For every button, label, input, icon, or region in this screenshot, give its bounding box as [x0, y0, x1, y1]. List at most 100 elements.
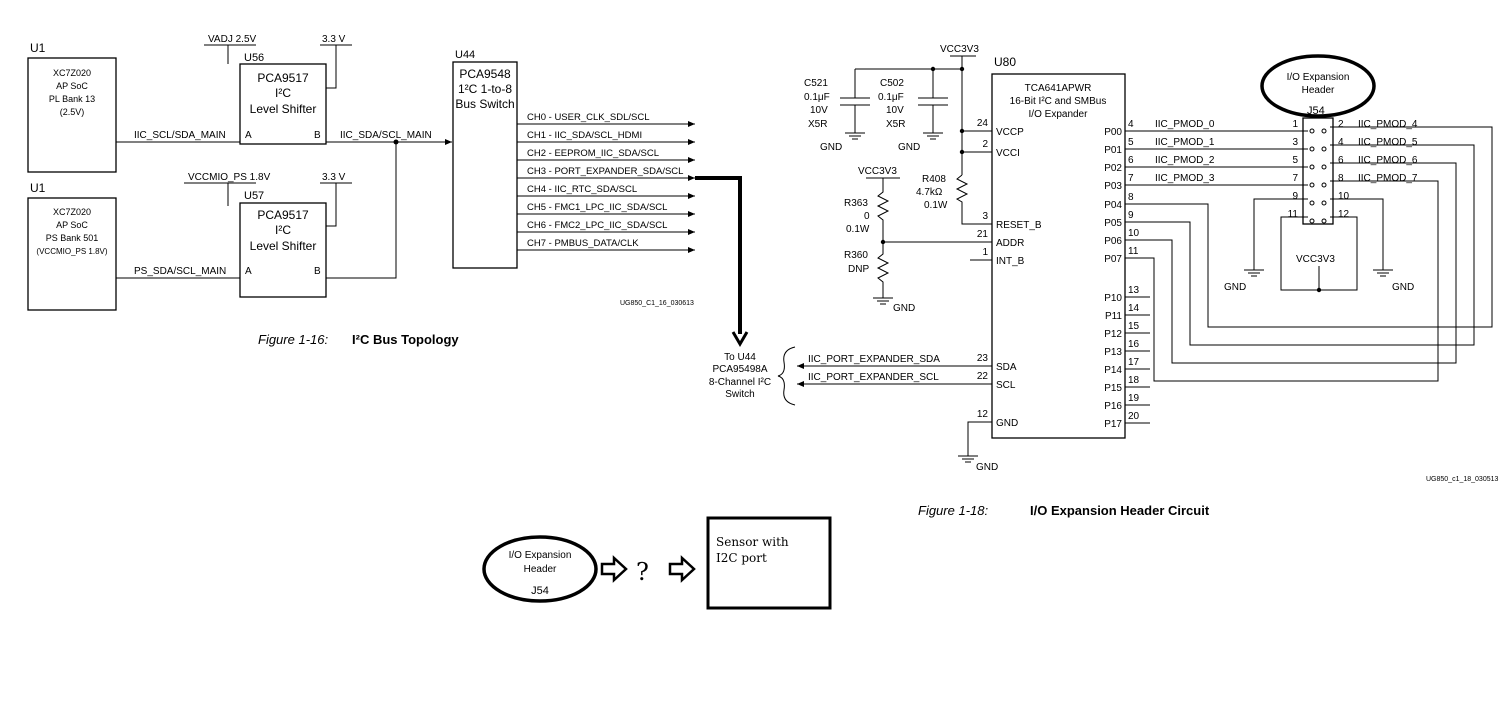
u1-bottom-line1: XC7Z020	[53, 207, 91, 217]
gnd-label-j54-right: GND	[1392, 282, 1414, 293]
u1-bottom-line4: (VCCMIO_PS 1.8V)	[36, 247, 107, 256]
j54-pin-number: 5	[1292, 155, 1298, 166]
r363-ref: R363	[844, 198, 868, 209]
u57-supply-b: 3.3 V	[322, 172, 346, 183]
j54-pin-number: 10	[1338, 191, 1350, 202]
net-ps-label: PS_SDA/SCL_MAIN	[134, 266, 226, 277]
channel-label: CH2 - EEPROM_IIC_SDA/SCL	[527, 148, 659, 159]
j54-gnd-right	[1330, 198, 1393, 277]
pmod-left-label: IIC_PMOD_0	[1155, 119, 1215, 130]
j54-pin	[1321, 200, 1327, 206]
u44-line2: 1²C 1-to-8	[458, 82, 512, 96]
u80-pin-number: 2	[982, 139, 988, 150]
net-u57-join	[326, 142, 397, 279]
ch3-link-arrow	[695, 176, 742, 334]
pmod-right-label: IIC_PMOD_5	[1358, 137, 1418, 148]
net-main-label: IIC_SDA/SCL_MAIN	[340, 130, 432, 141]
to-u44-line1: To U44	[724, 352, 756, 363]
pmod-left-label: IIC_PMOD_2	[1155, 155, 1215, 166]
channel-label: CH4 - IIC_RTC_SDA/SCL	[527, 184, 637, 195]
u80-pin-number: 20	[1128, 411, 1140, 422]
r408-symbol	[955, 174, 992, 225]
u56-pin-b: B	[314, 130, 321, 141]
u80-pin-name: SCL	[996, 380, 1016, 391]
channel-label: CH6 - FMC2_LPC_IIC_SDA/SCL	[527, 220, 667, 231]
u1-bottom-line2: AP SoC	[56, 220, 88, 230]
u80-pin-name: P00	[1104, 127, 1122, 138]
u80-pin-name: P01	[1104, 145, 1122, 156]
gnd-label-j54-left: GND	[1224, 282, 1246, 293]
u80-pin-name: SDA	[996, 362, 1017, 373]
brace	[777, 346, 796, 406]
j54-pin	[1309, 200, 1315, 206]
u44-ref: U44	[455, 49, 475, 61]
u57-ref: U57	[244, 190, 264, 202]
r360-ref: R360	[844, 250, 868, 261]
io-header-ellipse	[1260, 54, 1376, 118]
io-header-line2: Header	[1302, 85, 1335, 96]
u80-pin-number: 16	[1128, 339, 1140, 350]
j54-pin	[1309, 128, 1315, 134]
u57-pin-b: B	[314, 266, 321, 277]
sensor-line1: Sensor with	[716, 535, 789, 549]
vcc-top-label: VCC3V3	[940, 44, 979, 55]
junction-dot	[880, 239, 886, 245]
r363-v1: 0	[864, 211, 870, 222]
u80-ref: U80	[994, 55, 1016, 69]
c502-symbol	[918, 97, 948, 140]
j54-gnd-left	[1244, 198, 1308, 277]
u56-supply-b: 3.3 V	[322, 34, 346, 45]
u80-pins: 24VCCP2VCCI3RESET_B21ADDR1INT_B23SDA22SC…	[977, 118, 1215, 430]
u57-box	[239, 202, 327, 298]
bottom-header-line2: Header	[524, 564, 557, 575]
u80-pin-name: VCCI	[996, 148, 1020, 159]
bottom-header-line3: J54	[531, 585, 549, 597]
c521-v3: X5R	[808, 119, 827, 130]
io-header-line1: I/O Expansion	[1287, 72, 1350, 83]
junction-dot	[959, 128, 965, 134]
j54-pin	[1321, 128, 1327, 134]
u56-line2: I²C	[275, 86, 291, 100]
vcc-j54-label: VCC3V3	[1296, 254, 1335, 265]
bottom-sketch: I/O Expansion Header J54 ? Sensor with I…	[482, 516, 832, 610]
u80-box	[991, 73, 1126, 439]
channel-label: CH5 - FMC1_LPC_IIC_SDA/SCL	[527, 202, 667, 213]
r408-ref: R408	[922, 174, 946, 185]
u44-box	[452, 61, 518, 269]
u80-pin-number: 21	[977, 229, 989, 240]
pmod-right-label: IIC_PMOD_4	[1358, 119, 1418, 130]
gnd-label-c502: GND	[898, 142, 920, 153]
vcc-top-rail	[854, 55, 976, 98]
u57-line3: Level Shifter	[250, 239, 317, 253]
fig16-caption-num: Figure 1-16:	[258, 332, 328, 347]
r408-v1: 4.7kΩ	[916, 187, 943, 198]
u1-top-box	[27, 57, 117, 173]
to-u44-line3: 8-Channel I²C	[709, 377, 771, 388]
pmod-right-label: IIC_PMOD_7	[1358, 173, 1418, 184]
to-u44-line2: PCA95498A	[712, 364, 767, 375]
u56-supply-lines	[204, 44, 352, 89]
question-mark: ?	[636, 558, 649, 586]
u80-pin-number: 6	[1128, 155, 1134, 166]
c521-v1: 0.1μF	[804, 92, 830, 103]
vcc-left-label: VCC3V3	[858, 166, 897, 177]
u80-pin-name: P11	[1105, 311, 1122, 322]
u44-line3: Bus Switch	[455, 97, 514, 111]
u1-bottom-line3: PS Bank 501	[46, 233, 99, 243]
u80-pin-number: 22	[977, 371, 989, 382]
j54-pin-number: 2	[1338, 119, 1344, 130]
junction-dot	[930, 66, 936, 72]
p04-route	[1125, 126, 1493, 328]
net-pl-label: IIC_SCL/SDA_MAIN	[134, 130, 226, 141]
bottom-header-ellipse	[482, 535, 598, 603]
c521-ref: C521	[804, 78, 828, 89]
j54-pin-number: 8	[1338, 173, 1344, 184]
arrow-right-icon	[668, 555, 696, 583]
pmod-left-label: IIC_PMOD_3	[1155, 173, 1215, 184]
figure-1-16: U1 XC7Z020 AP SoC PL Bank 13 (2.5V) U1 X…	[27, 34, 749, 347]
j54-pins: 135791124681012IIC_PMOD_4IIC_PMOD_5IIC_P…	[1288, 119, 1418, 224]
fig18-caption-title: I/O Expansion Header Circuit	[1030, 503, 1210, 518]
u80-pin-number: 9	[1128, 210, 1134, 221]
